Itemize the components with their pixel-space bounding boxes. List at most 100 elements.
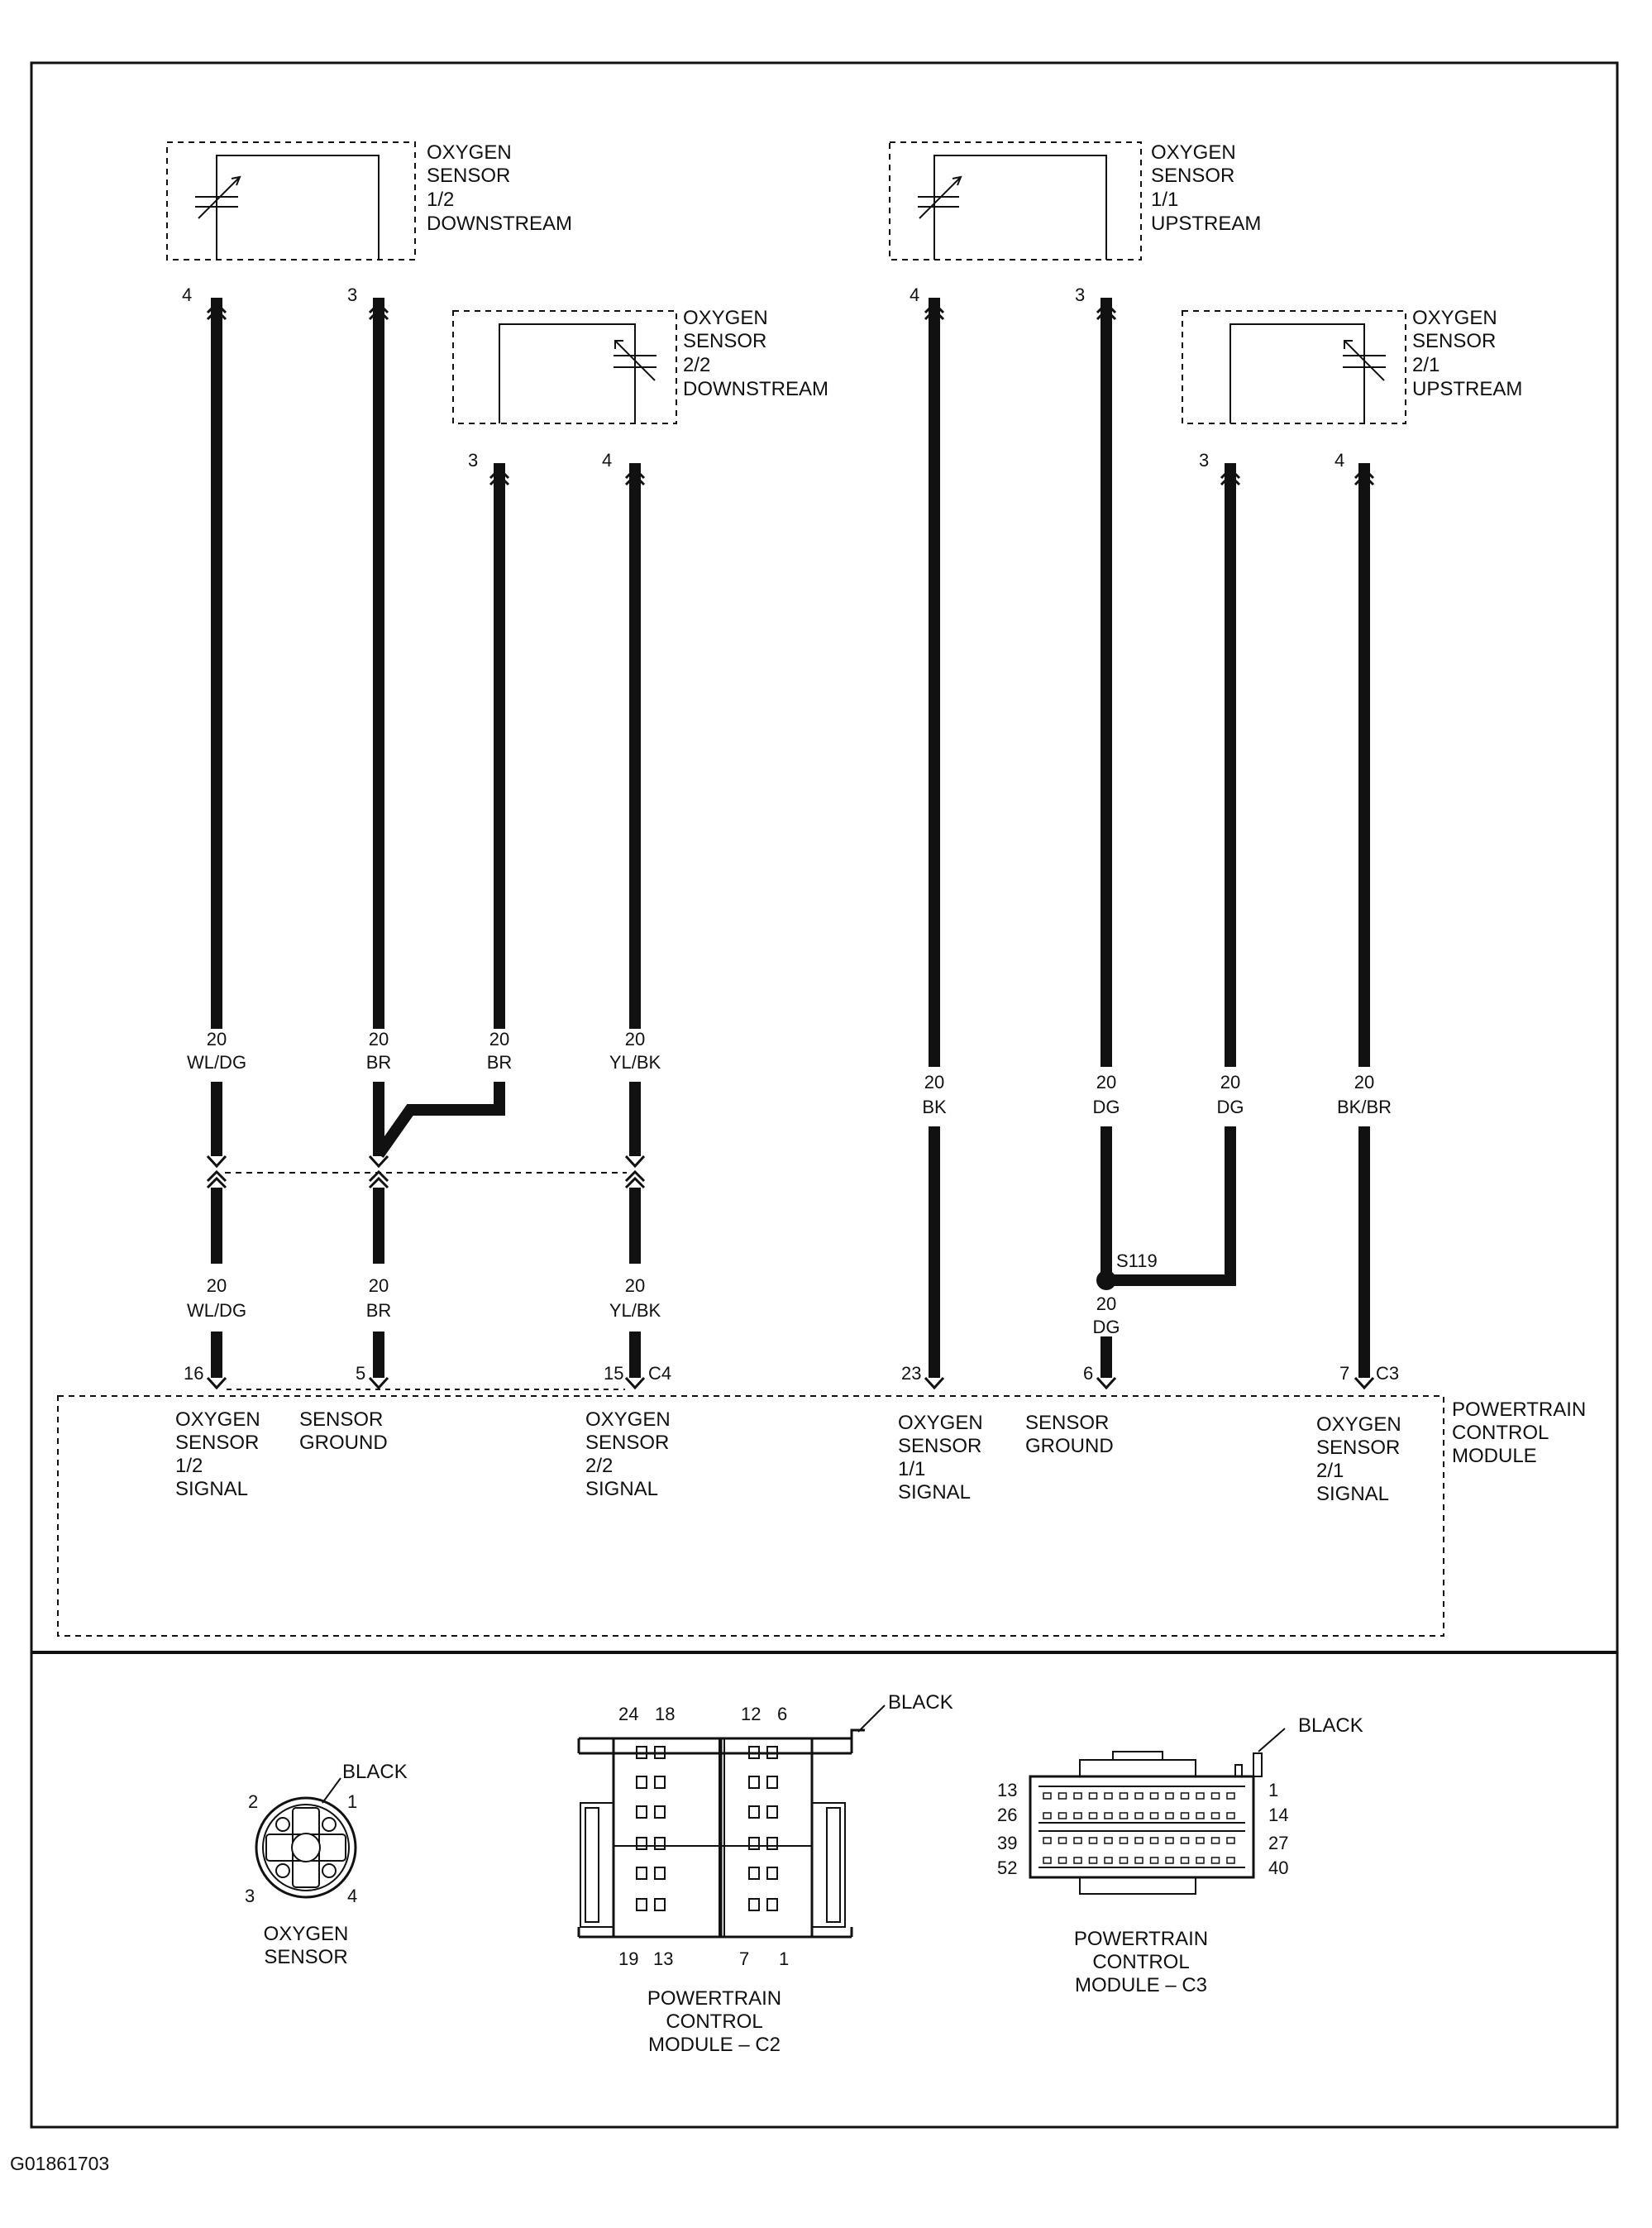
c3-pin-cavity [1088,1792,1098,1800]
s22-pin-right: 4 [602,450,612,471]
c3-pin-cavity [1210,1857,1220,1864]
s12-l1: OXYGEN [427,141,512,164]
s22-l2: SENSOR [683,330,766,352]
c3-pin-cavity [1104,1792,1113,1800]
c3-pin-cavity [1165,1837,1174,1844]
s12-l2: SENSOR [427,165,510,187]
c3-pin-cavity [1104,1837,1113,1844]
c3-pin-cavity [1180,1792,1190,1800]
s21-pin-left: 3 [1199,450,1209,471]
c3-pin-cavity [1210,1837,1220,1844]
svg-text:19: 19 [618,1948,638,1969]
c3-pin-grid [1043,1792,1235,1864]
c3-pin-cavity [1043,1792,1052,1800]
wires [211,298,1370,1378]
connector-c3: C3 [1376,1363,1399,1384]
svg-text:26: 26 [997,1805,1017,1825]
figure-id: G01861703 [10,2153,109,2174]
c3-pin-cavity [1073,1837,1082,1844]
svg-text:52: 52 [997,1857,1017,1878]
svg-text:16: 16 [184,1363,203,1384]
svg-text:18: 18 [655,1704,675,1724]
c3-pin-cavity [1180,1857,1190,1864]
c3-pin-cavity [1119,1857,1129,1864]
s11-l1: OXYGEN [1151,141,1236,164]
pcm-pins: 16 5 15 23 6 7 C4 C3 [184,1363,1399,1384]
c3-pin-cavity [1104,1812,1113,1819]
s21-l1: OXYGEN [1412,307,1497,329]
svg-text:12: 12 [741,1704,761,1724]
svg-text:7: 7 [739,1948,749,1969]
c3-pin-cavity [1088,1812,1098,1819]
s11-pin-left: 4 [910,284,919,305]
svg-text:13: 13 [997,1780,1017,1800]
c3-pin-cavity [1165,1812,1174,1819]
diagram-frame [30,61,1619,2129]
svg-text:13: 13 [653,1948,673,1969]
s12-pin-right: 3 [347,284,357,305]
c3-pin-cavity [1149,1812,1159,1819]
c3-pin-cavity [1058,1837,1067,1844]
svg-text:23: 23 [901,1363,921,1384]
s21-l3: 2/1 [1412,354,1440,376]
c3-pin-cavity [1210,1792,1220,1800]
c3-pin-cavity [1196,1792,1205,1800]
c3-pin-cavity [1165,1857,1174,1864]
c3-pin-cavity [1180,1837,1190,1844]
c3-pin-cavity [1149,1837,1159,1844]
svg-text:14: 14 [1268,1805,1288,1825]
c3-pin-cavity [1134,1792,1144,1800]
pcm-terminals [206,1376,1375,1390]
splice-s119 [1096,1270,1116,1290]
s12-pin-left: 4 [182,284,192,305]
s11-pin-right: 3 [1075,284,1085,305]
svg-text:3: 3 [245,1886,255,1906]
svg-text:6: 6 [777,1704,787,1724]
s21-l4: UPSTREAM [1412,378,1522,400]
svg-text:40: 40 [1268,1857,1288,1878]
c3-pin-cavity [1149,1792,1159,1800]
s12-l4: DOWNSTREAM [427,213,572,235]
c3-pin-cavity [1210,1812,1220,1819]
s22-l1: OXYGEN [683,307,768,329]
svg-text:BLACK: BLACK [888,1691,953,1714]
s22-l4: DOWNSTREAM [683,378,828,400]
c3-pin-cavity [1073,1857,1082,1864]
c3-pin-cavity [1088,1837,1098,1844]
svg-text:1: 1 [1268,1780,1278,1800]
s21-pin-right: 4 [1334,450,1344,471]
c3-pin-cavity [1119,1812,1129,1819]
s11-l4: UPSTREAM [1151,213,1261,235]
c3-pin-cavity [1134,1812,1144,1819]
svg-text:1: 1 [779,1948,789,1969]
c3-pin-cavity [1058,1857,1067,1864]
c3-pin-cavity [1226,1792,1235,1800]
c3-pin-cavity [1119,1792,1129,1800]
c3-pin-cavity [1073,1812,1082,1819]
s11-l2: SENSOR [1151,165,1234,187]
c3-pin-cavity [1088,1857,1098,1864]
c3-pin-cavity [1226,1857,1235,1864]
svg-text:6: 6 [1083,1363,1093,1384]
svg-text:2: 2 [248,1791,258,1812]
